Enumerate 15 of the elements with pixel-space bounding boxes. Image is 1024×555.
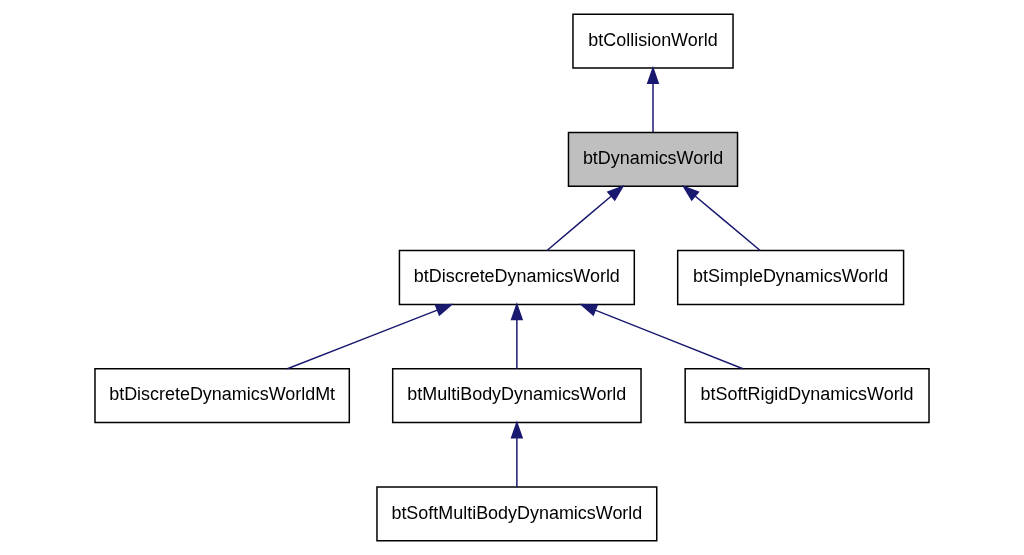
node-box: btSoftRigidDynamicsWorld	[684, 368, 930, 424]
arrow	[681, 184, 761, 252]
arrow	[510, 302, 524, 370]
arrow	[546, 184, 625, 252]
arrow	[579, 303, 744, 370]
node-box: btCollisionWorld	[572, 13, 734, 69]
node-box: btDiscreteDynamicsWorld	[398, 249, 636, 306]
node-box: btMultiBodyDynamicsWorld	[391, 368, 642, 424]
node-box: btSimpleDynamicsWorld	[676, 249, 905, 306]
arrow	[510, 420, 524, 488]
node-box: btSoftMultiBodyDynamicsWorld	[376, 486, 658, 542]
node-box: btDiscreteDynamicsWorldMt	[94, 368, 351, 424]
node-box: btDynamicsWorld	[567, 131, 739, 187]
arrow	[286, 303, 454, 370]
arrow	[646, 65, 660, 134]
